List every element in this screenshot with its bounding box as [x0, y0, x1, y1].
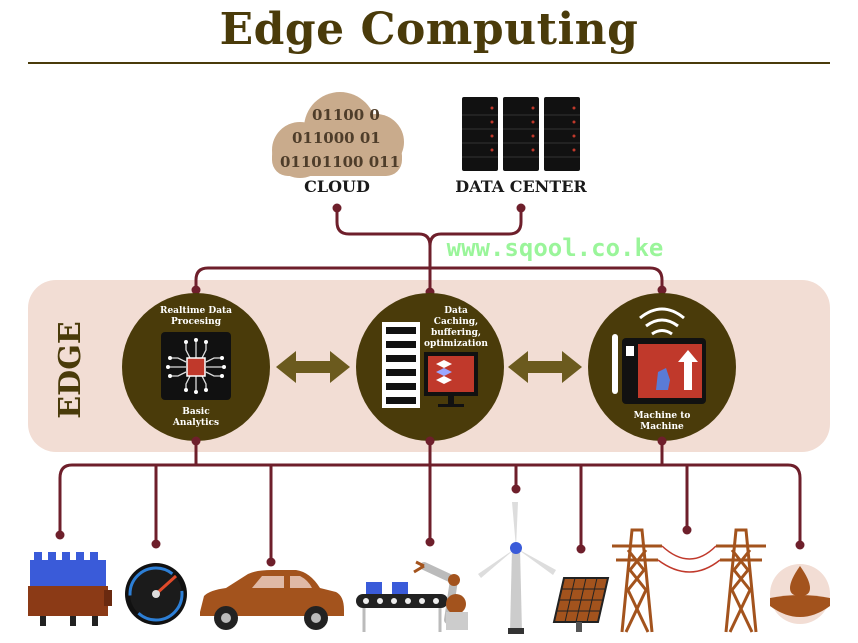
processor-chip-icon	[161, 332, 231, 400]
power-lines	[657, 545, 721, 573]
cloud-binary-1: 01100 0	[312, 106, 380, 124]
robot-arm-icon	[356, 560, 468, 632]
node3-line1: Machine to	[634, 411, 691, 421]
power-tower-right-icon	[716, 528, 766, 633]
cloud-binary-3: 01101100 011	[280, 153, 400, 171]
watermark: www.sqool.co.ke	[447, 234, 664, 262]
top-connectors	[194, 208, 664, 292]
node1-bottom-line2: Analytics	[172, 418, 219, 428]
edge-label: EDGE	[53, 321, 88, 418]
node2-line2: Caching,	[434, 317, 478, 327]
server-rack-icon	[462, 97, 580, 171]
node2-line3: buffering,	[431, 328, 481, 338]
node1-bottom-line1: Basic	[182, 407, 210, 417]
double-arrow-icon-right	[508, 351, 582, 383]
wind-turbine-icon	[478, 502, 556, 634]
power-tower-left-icon	[612, 528, 662, 633]
page-title: Edge Computing	[219, 4, 639, 55]
cloud-binary-2: 011000 01	[292, 129, 381, 147]
wifi-signal-icon	[639, 307, 685, 336]
water-drop-icon	[770, 564, 830, 624]
bottom-connector-dots	[55, 436, 805, 567]
cloud-label: CLOUD	[304, 177, 370, 196]
tablet-icon	[612, 334, 706, 404]
datacenter-label: DATA CENTER	[455, 177, 587, 196]
cloud-icon: 01100 0 011000 01 01101100 011	[272, 92, 404, 178]
speedometer-icon	[125, 563, 187, 625]
car-icon	[200, 570, 344, 630]
double-arrow-icon-left	[276, 351, 350, 383]
solar-panel-icon	[552, 577, 610, 632]
node1-top-line2: Procesing	[171, 317, 222, 327]
engine-icon	[28, 552, 112, 626]
node3-line2: Machine	[640, 422, 684, 432]
title-divider	[28, 62, 830, 64]
node2-line4: optimization	[424, 339, 488, 349]
monitor-icon	[424, 352, 478, 407]
bottom-connectors	[58, 441, 802, 562]
node2-line1: Data	[444, 306, 468, 316]
server-stack-icon	[382, 322, 420, 408]
node1-top-line1: Realtime Data	[160, 306, 232, 316]
